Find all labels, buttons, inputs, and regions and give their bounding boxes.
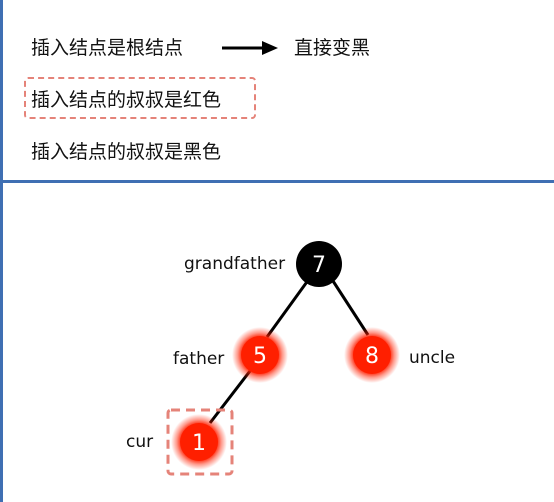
edge-grandfather-uncle [331,280,370,336]
label-uncle: uncle [409,348,455,368]
label-grandfather: grandfather [184,254,285,274]
rule-uncle-red: 插入结点的叔叔是红色 [31,89,222,111]
red-black-tree: 7 5 8 1 grandfather father uncle cur [126,241,455,476]
right-arrow-icon [222,41,278,55]
node-father: 5 [232,327,288,383]
node-uncle-value: 8 [365,344,379,369]
label-cur: cur [126,432,153,452]
left-border [0,0,3,502]
edge-grandfather-father [265,278,311,338]
rule-root-insert-result: 直接变黑 [294,37,371,59]
node-father-value: 5 [253,344,267,369]
section-divider [0,180,554,183]
edge-father-cur [208,370,252,424]
rule-root-insert: 插入结点是根结点 [31,37,184,59]
label-father: father [173,349,224,369]
node-cur: 1 [171,414,227,470]
node-cur-value: 1 [192,431,206,456]
node-uncle: 8 [344,327,400,383]
rule-uncle-black: 插入结点的叔叔是黑色 [31,141,222,163]
node-grandfather: 7 [296,241,342,287]
current-case-highlight [24,77,256,119]
node-grandfather-value: 7 [312,253,326,278]
cur-node-highlight [166,408,234,476]
